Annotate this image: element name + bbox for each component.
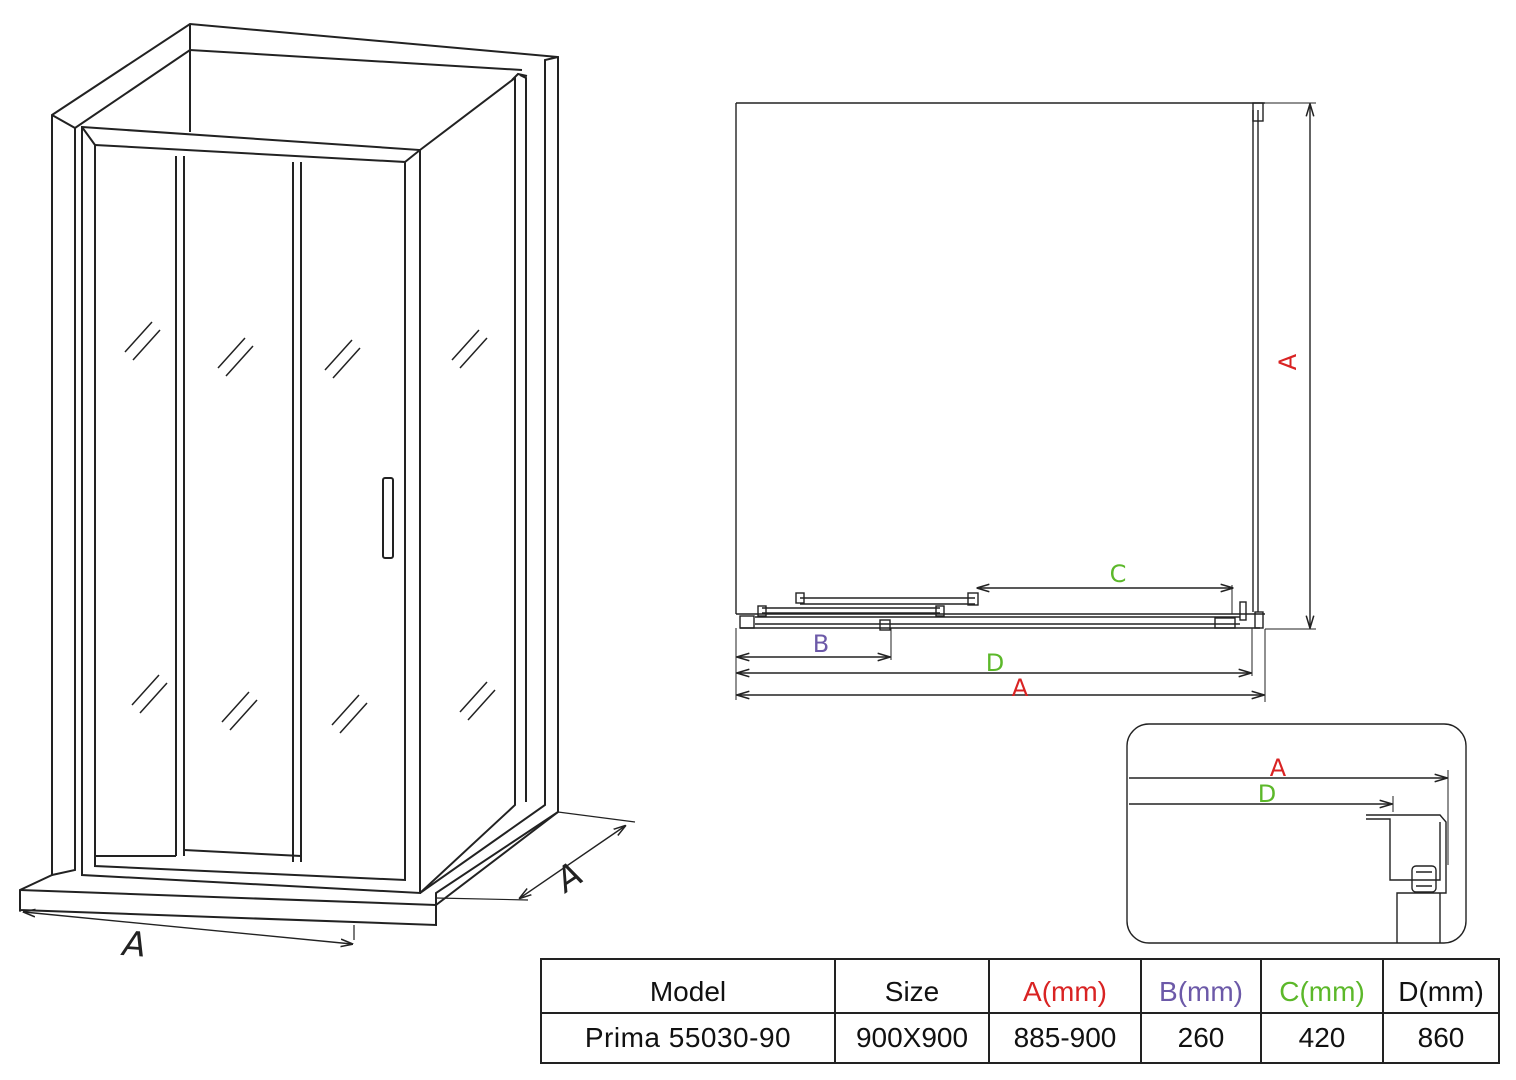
glass-reflection-marks (124, 321, 496, 734)
cell-c: 420 (1260, 1012, 1384, 1064)
spec-table-header-row: Model Size A(mm) B(mm) C(mm) D(mm) (540, 958, 1500, 1014)
cell-b: 260 (1140, 1012, 1262, 1064)
profile-section (1366, 814, 1447, 943)
header-a: A(mm) (988, 958, 1142, 1014)
plan-dim-c-label: C (1110, 560, 1127, 588)
enclosure-outline (19, 22, 559, 927)
side-panel (419, 75, 516, 894)
detail-dim-d-label: D (1258, 780, 1276, 808)
cell-model: Prima 55030-90 (540, 1012, 836, 1064)
isometric-view (19, 22, 636, 944)
cell-a: 885-900 (988, 1012, 1142, 1064)
cell-size: 900X900 (834, 1012, 990, 1064)
plan-dim-d-label: D (986, 649, 1004, 677)
spec-table: Model Size A(mm) B(mm) C(mm) D(mm) Prima… (540, 958, 1500, 1064)
plan-dim-height-label: A (1274, 353, 1302, 370)
plan-view (735, 102, 1316, 702)
door-handle (382, 477, 394, 559)
plan-dim-b-label: B (813, 630, 829, 658)
table-row: Prima 55030-90 900X900 885-900 260 420 8… (540, 1012, 1500, 1064)
detail-frame (1126, 723, 1467, 944)
header-size: Size (834, 958, 990, 1014)
header-c: C(mm) (1260, 958, 1384, 1014)
header-d: D(mm) (1382, 958, 1500, 1014)
cell-d: 860 (1382, 1012, 1500, 1064)
iso-dim-side-label: A (547, 854, 590, 901)
plan-outline (735, 102, 1265, 614)
detail-view (1126, 723, 1467, 944)
header-model: Model (540, 958, 836, 1014)
detail-dim-a-label: A (1270, 754, 1287, 782)
front-frame (81, 125, 421, 895)
iso-dim-front-label: A (119, 924, 147, 966)
door-panel-mid (292, 162, 302, 862)
door-panel-left (175, 156, 185, 856)
header-b: B(mm) (1140, 958, 1262, 1014)
plan-dim-a-label: A (1012, 674, 1029, 702)
